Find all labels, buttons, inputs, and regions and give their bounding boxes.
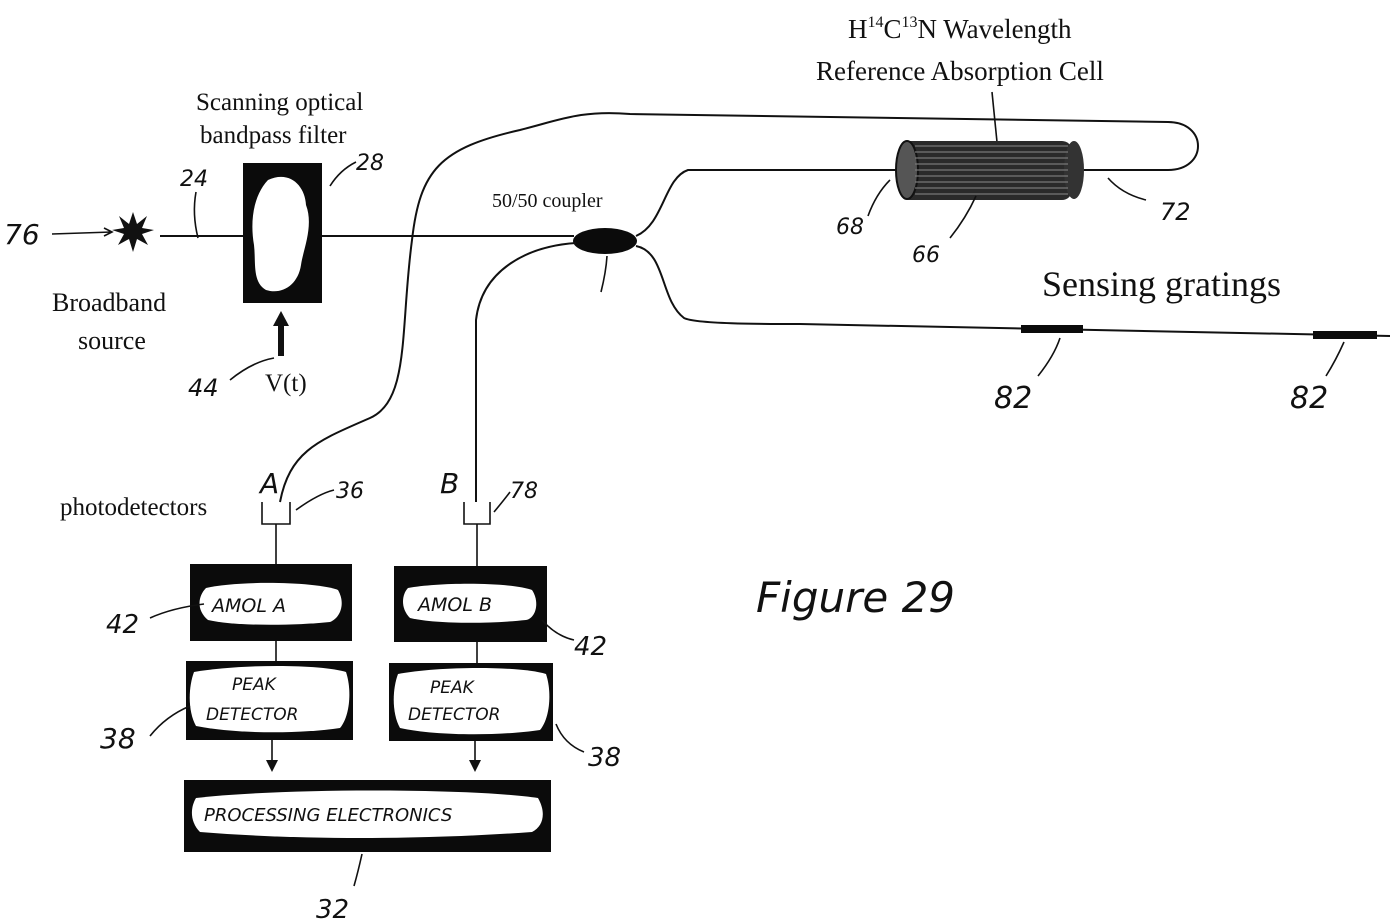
detector-to-amp-wires	[275, 524, 478, 566]
cell-title-line1: H14C13N Wavelength	[848, 14, 1072, 44]
peak-b-label-line2: DETECTOR	[408, 705, 500, 725]
ref-42a-leader	[149, 603, 205, 619]
processing-electronics-box	[184, 780, 551, 852]
peak-to-processing-arrows	[266, 740, 481, 772]
ref-36-label: 36	[336, 479, 364, 504]
filter-label-line2: bandpass filter	[200, 122, 347, 149]
ref-78-leader	[493, 491, 511, 513]
voltage-arrow-icon	[273, 311, 289, 356]
ref-38b-label: 38	[588, 743, 621, 773]
peak-b-label-line1: PEAK	[430, 678, 476, 698]
ref-24-leader	[193, 191, 199, 239]
ref-82b-label: 82	[1290, 381, 1328, 416]
ref-38a-leader	[149, 705, 191, 737]
photodetector-a	[261, 502, 291, 525]
detector-a-label: A	[258, 467, 279, 500]
ref-42b-label: 42	[574, 632, 607, 662]
cell-title-line2: Reference Absorption Cell	[816, 56, 1104, 86]
amol-b-label: AMOL B	[416, 594, 492, 616]
ref-68-leader	[867, 179, 891, 217]
ref-78-label: 78	[510, 479, 538, 504]
ref-38b-leader	[555, 723, 585, 753]
fiber-coupler-to-detector-b	[475, 242, 577, 502]
ref-76-leader	[51, 227, 114, 237]
amol-a-box	[190, 564, 352, 641]
source-label-line2: source	[78, 326, 146, 355]
ref-42b-leader	[541, 619, 575, 641]
scanning-filter	[243, 163, 322, 303]
ref-68-label: 68	[836, 215, 864, 240]
ref-82a-leader	[1037, 337, 1061, 377]
source-label-line1: Broadband	[52, 288, 166, 317]
amp-to-peak-wires	[275, 641, 478, 664]
ref-42a-label: 42	[106, 610, 139, 640]
ref-28-leader	[329, 161, 357, 187]
absorption-cell	[895, 140, 1084, 200]
broadband-source-icon	[112, 212, 154, 252]
amol-b-box	[394, 566, 547, 642]
ref-66-leader	[949, 195, 977, 239]
coupler-label: 50/50 coupler	[492, 190, 603, 212]
sensing-grating-2	[1313, 331, 1377, 339]
ref-28-label: 28	[356, 151, 384, 176]
figure-label: Figure 29	[756, 573, 955, 622]
cell-title-leader	[991, 91, 998, 143]
ref-32-label: 32	[316, 895, 349, 924]
ref-72-label: 72	[1160, 198, 1191, 226]
ref-24-label: 24	[180, 167, 208, 192]
sensing-gratings-label: Sensing gratings	[1042, 264, 1281, 304]
filter-label-line1: Scanning optical	[196, 89, 363, 116]
peak-detector-a-box	[186, 661, 353, 740]
ref-66-label: 66	[912, 243, 940, 268]
fiber-to-sensing-gratings	[635, 245, 1390, 337]
photodetectors-label: photodetectors	[60, 494, 207, 521]
peak-a-label-line2: DETECTOR	[206, 705, 298, 725]
peak-a-label-line1: PEAK	[232, 675, 278, 695]
amol-a-label: AMOL A	[210, 595, 286, 617]
ref-82b-leader	[1325, 341, 1345, 377]
ref-44-leader	[229, 357, 275, 381]
detector-b-label: B	[440, 467, 459, 500]
voltage-label: V(t)	[265, 370, 307, 397]
coupler-leader	[600, 255, 608, 293]
processing-label: PROCESSING ELECTRONICS	[204, 805, 452, 826]
fiber-loop-to-detector-a	[279, 112, 1199, 503]
ref-32-leader	[353, 853, 363, 887]
peak-detector-b-box	[389, 663, 553, 741]
sensing-grating-1	[1021, 325, 1083, 333]
ref-76-label: 76	[4, 218, 40, 251]
ref-38a-label: 38	[100, 722, 136, 755]
ref-36-leader	[295, 489, 335, 511]
ref-44-label: 44	[188, 374, 219, 402]
coupler	[573, 228, 637, 254]
ref-72-leader	[1107, 177, 1147, 201]
ref-82a-label: 82	[994, 381, 1032, 416]
photodetector-b	[463, 502, 491, 525]
